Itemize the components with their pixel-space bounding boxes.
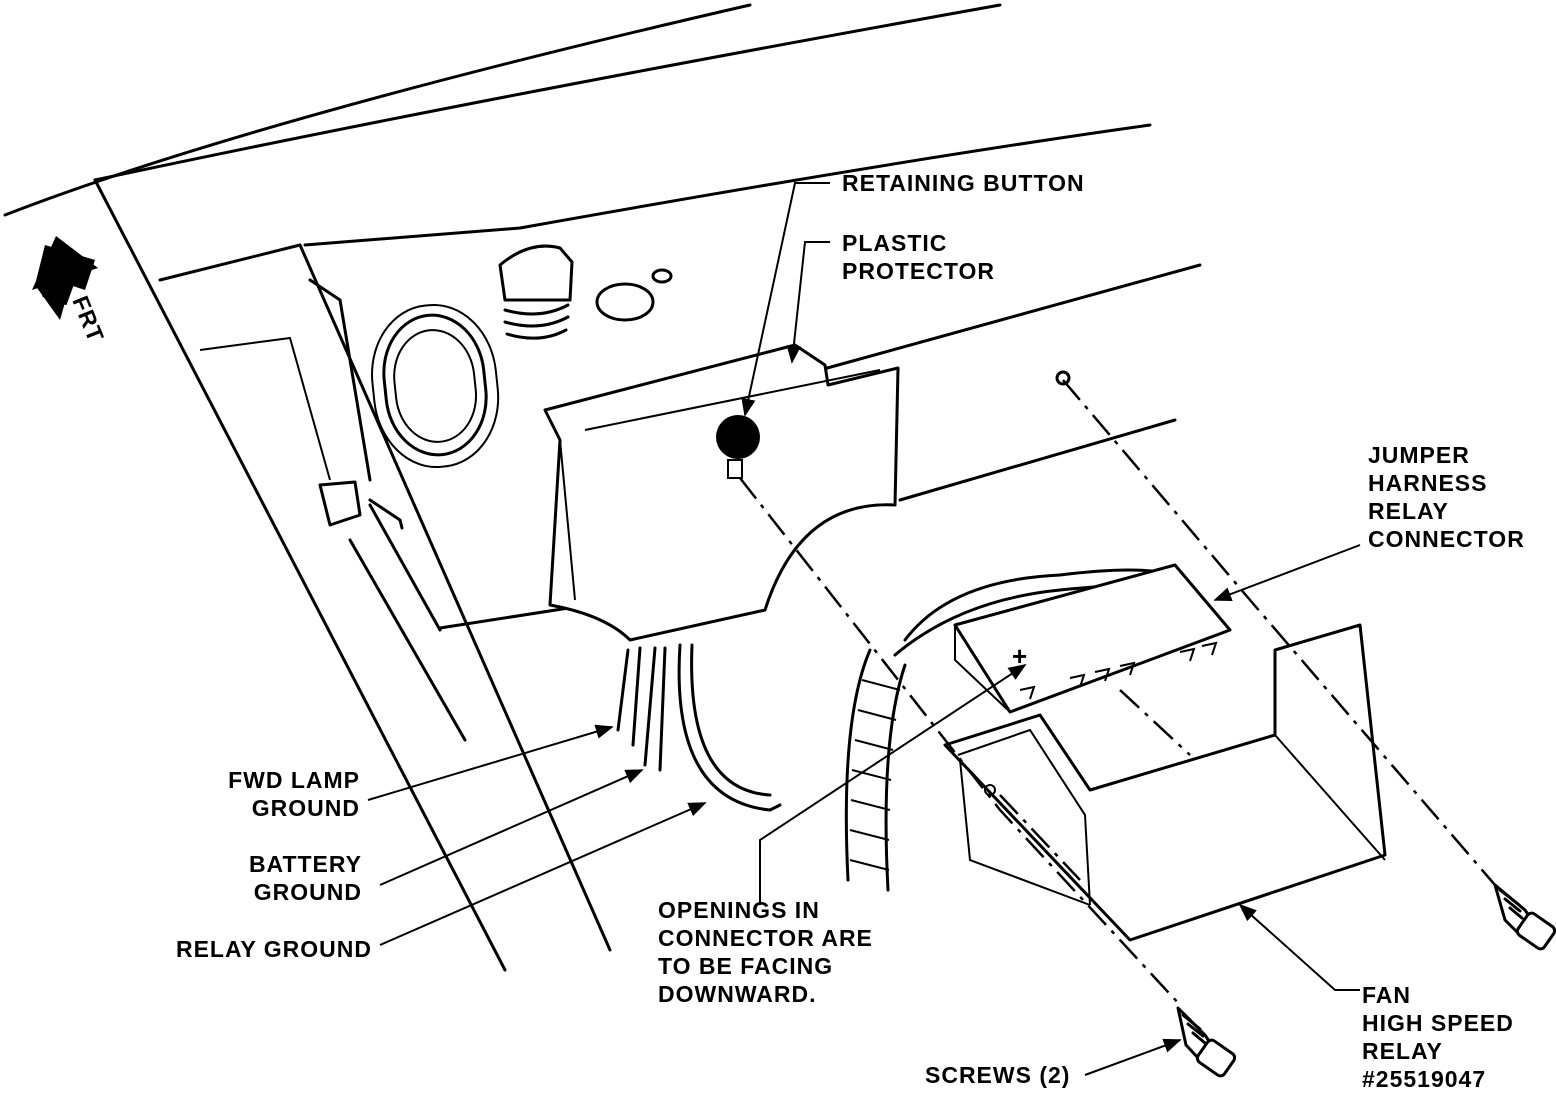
svg-text:JUMPER: JUMPER xyxy=(1368,442,1470,468)
svg-text:BATTERY: BATTERY xyxy=(249,851,362,877)
svg-text:OPENINGS IN: OPENINGS IN xyxy=(658,897,820,923)
svg-text:DOWNWARD.: DOWNWARD. xyxy=(658,981,816,1007)
svg-text:CONNECTOR: CONNECTOR xyxy=(1368,526,1525,552)
screw-icon xyxy=(1493,883,1556,951)
svg-text:FWD LAMP: FWD LAMP xyxy=(228,767,360,793)
screws-label: SCREWS (2) xyxy=(925,1062,1070,1088)
front-direction-label: FRT xyxy=(67,292,109,346)
svg-text:GROUND: GROUND xyxy=(254,879,362,905)
battery-ground-label: BATTERY GROUND xyxy=(249,851,362,905)
body-panels xyxy=(3,3,1202,972)
svg-text:GROUND: GROUND xyxy=(252,795,360,821)
svg-text:FAN: FAN xyxy=(1362,982,1411,1008)
jumper-harness-label: JUMPER HARNESS RELAY CONNECTOR xyxy=(1368,442,1525,552)
svg-text:+: + xyxy=(1012,641,1027,671)
fan-relay-label: FAN HIGH SPEED RELAY #25519047 xyxy=(1362,982,1514,1092)
svg-text:RELAY: RELAY xyxy=(1362,1038,1443,1064)
svg-text:#25519047: #25519047 xyxy=(1362,1066,1486,1092)
leader-lines xyxy=(367,182,1361,1076)
ground-wires xyxy=(616,643,782,812)
fwd-lamp-ground-label: FWD LAMP GROUND xyxy=(228,767,360,821)
svg-text:HARNESS: HARNESS xyxy=(1368,470,1487,496)
svg-text:CONNECTOR ARE: CONNECTOR ARE xyxy=(658,925,873,951)
fan-relay-box xyxy=(943,623,1387,942)
svg-text:PLASTIC: PLASTIC xyxy=(842,230,947,256)
svg-text:RELAY: RELAY xyxy=(1368,498,1449,524)
retaining-button xyxy=(716,415,760,479)
plastic-protector-label: PLASTIC PROTECTOR xyxy=(842,230,995,284)
installation-lines xyxy=(739,379,1496,1006)
svg-text:TO BE FACING: TO BE FACING xyxy=(658,953,833,979)
relay-ground-label: RELAY GROUND xyxy=(176,936,372,962)
svg-text:PROTECTOR: PROTECTOR xyxy=(842,258,995,284)
svg-text:HIGH SPEED: HIGH SPEED xyxy=(1362,1010,1514,1036)
screw-icon xyxy=(1176,1006,1237,1078)
jumper-harness-connector: + xyxy=(953,563,1232,714)
openings-note-label: OPENINGS IN CONNECTOR ARE TO BE FACING D… xyxy=(658,897,873,1007)
retaining-button-label: RETAINING BUTTON xyxy=(842,170,1085,196)
plastic-protector xyxy=(543,343,900,642)
arrow-up-icon xyxy=(32,236,98,320)
